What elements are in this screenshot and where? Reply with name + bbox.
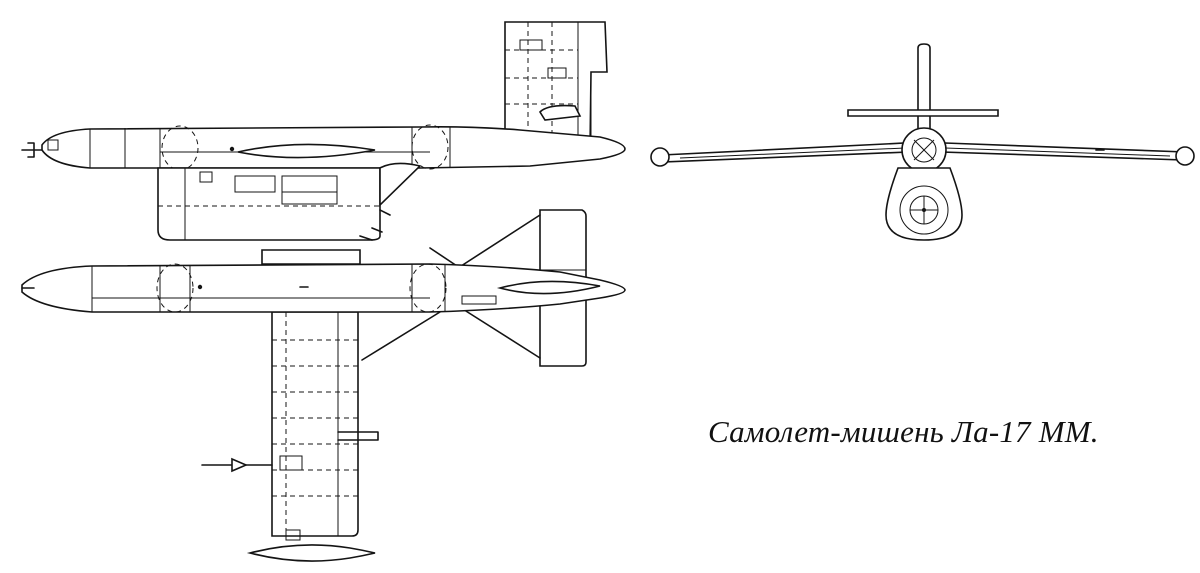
front-view [651, 44, 1194, 240]
side-view [22, 22, 625, 240]
drawing-caption: Самолет-мишень Ла-17 ММ. [708, 414, 1099, 449]
top-view [22, 210, 625, 561]
